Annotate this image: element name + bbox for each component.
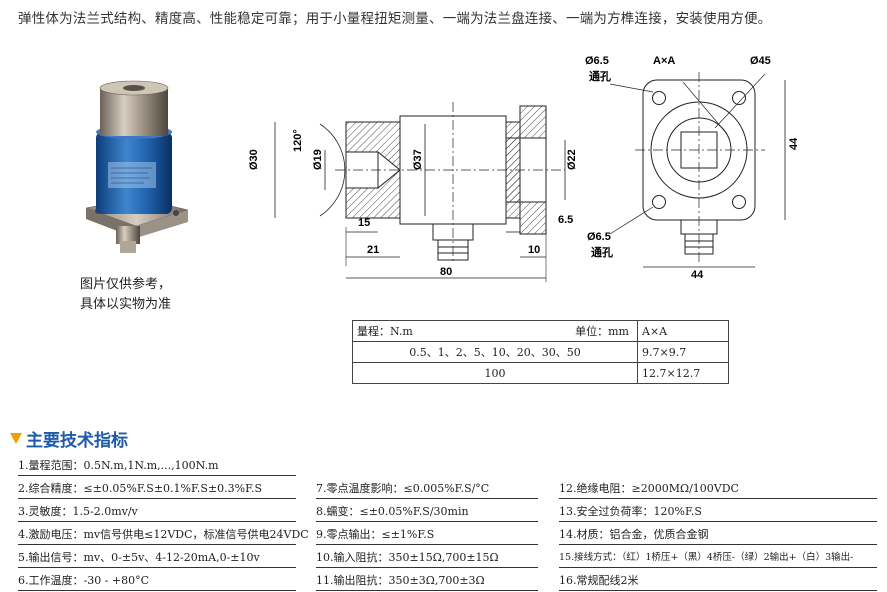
param-col1-row: 3.灵敏度：1.5-2.0mv/v <box>18 503 296 522</box>
section-heading: 主要技术指标 <box>10 426 128 451</box>
header-range-label: 量程：N.m <box>357 325 413 338</box>
param-col2-row: 9.零点输出：≤±1%F.S <box>316 526 538 545</box>
dim-l65: 6.5 <box>558 214 573 226</box>
dim-hole-top: Ø6.5 <box>585 55 609 67</box>
dim-d30: Ø30 <box>248 149 260 170</box>
param-col2-row: 7.零点温度影响：≤0.005%F.S/°C <box>316 480 538 499</box>
dim-d22: Ø22 <box>566 149 578 170</box>
table-cell-range: 0.5、1、2、5、10、20、30、50 <box>352 341 638 363</box>
dim-angle: 120° <box>292 129 304 152</box>
param-col2-row: 8.蠕变：≤±0.05%F.S/30min <box>316 503 538 522</box>
dim-l15: 15 <box>358 217 370 229</box>
param-col1-row: 1.量程范围：0.5N.m,1N.m,...,100N.m <box>18 457 296 476</box>
dim-w44-right: 44 <box>788 137 800 150</box>
section-title: 主要技术指标 <box>26 431 128 451</box>
param-col1-row: 6.工作温度：-30 - +80°C <box>18 572 296 591</box>
dim-d37: Ø37 <box>412 149 424 170</box>
table-header-row: 量程：N.m 单位：mm A×A <box>352 320 729 342</box>
param-col3-row: 15.接线方式：（红）1桥压+（黑）4桥压-（绿）2输出+（白）3输出- <box>559 549 877 568</box>
dim-l21: 21 <box>367 244 379 256</box>
param-col1-row: 2.综合精度：≤±0.05%F.S±0.1%F.S±0.3%F.S <box>18 480 296 499</box>
dim-axa: A×A <box>653 55 675 67</box>
table-header-left: 量程：N.m 单位：mm <box>352 320 638 342</box>
param-col3-row: 16.常规配线2米 <box>559 572 877 591</box>
param-col3-row: 12.绝缘电阻：≥2000MΩ/100VDC <box>559 480 877 499</box>
table-header-right: A×A <box>637 320 729 342</box>
param-col3-row: 13.安全过负荷率：120%F.S <box>559 503 877 522</box>
dim-l80: 80 <box>440 266 452 278</box>
dim-hole-top-note: 通孔 <box>589 70 611 83</box>
range-size-table: 量程：N.m 单位：mm A×A 0.5、1、2、5、10、20、30、50 9… <box>352 320 729 384</box>
triangle-marker-icon <box>10 433 22 444</box>
param-col1-row: 5.输出信号：mv、0-±5v、4-12-20mA,0-±10v <box>18 549 296 568</box>
caption-line-1: 图片仅供参考， <box>80 277 172 292</box>
dim-hole-bot-note: 通孔 <box>591 246 613 259</box>
table-cell-size: 12.7×12.7 <box>637 362 729 384</box>
side-view <box>274 102 566 282</box>
product-photo <box>85 80 189 253</box>
header-unit-label: 单位：mm <box>575 325 629 338</box>
dim-l10: 10 <box>528 244 540 256</box>
dim-w44-bottom: 44 <box>691 269 704 281</box>
table-cell-range: 100 <box>352 362 638 384</box>
param-col3-row: 14.材质：铝合金，优质合金钢 <box>559 526 877 545</box>
table-cell-size: 9.7×9.7 <box>637 341 729 363</box>
dim-d45: Ø45 <box>750 55 771 67</box>
param-col1-row: 4.激励电压：mv信号供电≤12VDC，标准信号供电24VDC <box>18 526 309 545</box>
param-col2-row: 10.输入阻抗：350±15Ω,700±15Ω <box>316 549 538 568</box>
intro-text: 弹性体为法兰式结构、精度高、性能稳定可靠；用于小量程扭矩测量、一端为法兰盘连接、… <box>18 11 772 27</box>
dim-hole-bot: Ø6.5 <box>587 231 611 243</box>
technical-drawing: Ø30 120° Ø19 Ø37 Ø22 15 21 80 6.5 10 Ø6.… <box>248 55 800 282</box>
dim-d19: Ø19 <box>312 149 324 170</box>
param-col2-row: 11.输出阻抗：350±3Ω,700±3Ω <box>316 572 538 591</box>
flange-view <box>609 72 786 268</box>
table-row: 100 12.7×12.7 <box>352 362 729 384</box>
photo-caption: 图片仅供参考， 具体以实物为准 <box>80 275 171 315</box>
caption-line-2: 具体以实物为准 <box>80 297 172 312</box>
table-row: 0.5、1、2、5、10、20、30、50 9.7×9.7 <box>352 341 729 363</box>
